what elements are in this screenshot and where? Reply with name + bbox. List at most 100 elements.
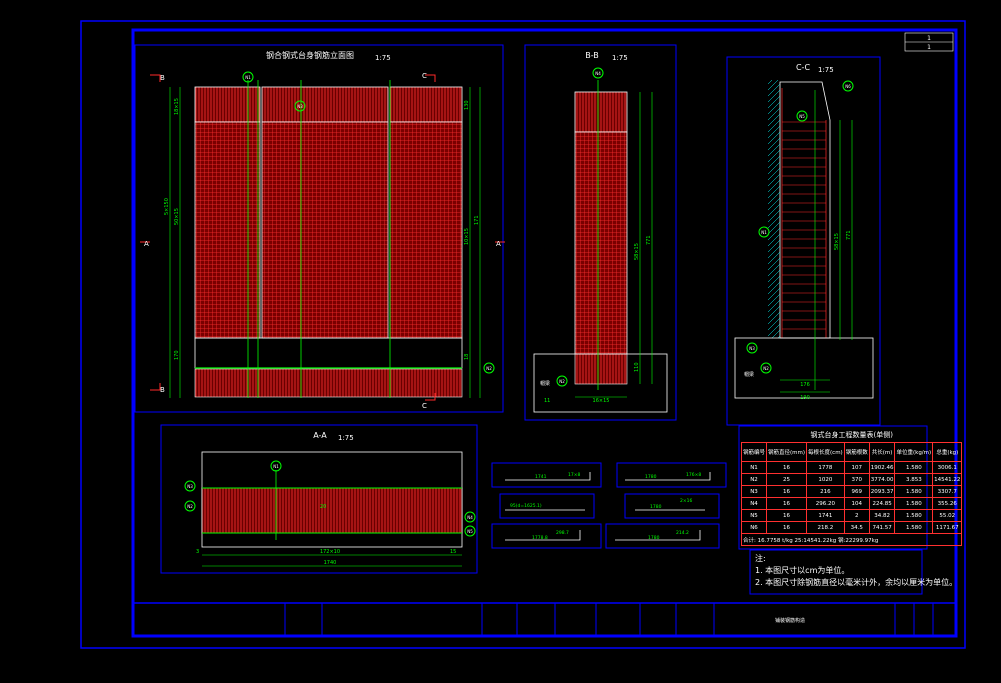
bb-dim-5: 11 (544, 398, 550, 404)
aa-dim-4: 15 (450, 549, 456, 555)
table-cell: 1171.67 (932, 521, 963, 534)
table-header-6: 总重(kg) (932, 442, 963, 462)
section-mark-c-top: C (422, 72, 427, 80)
table-cell: 34.5 (843, 521, 870, 534)
svg-text:95(d=1625.1): 95(d=1625.1) (510, 503, 542, 509)
cc-dim-1: 58×15 (834, 233, 840, 250)
tag-n5-cc: N5 (799, 114, 805, 119)
tag-n2-cc: N2 (763, 366, 769, 371)
table-cell: 2093.37 (868, 485, 896, 498)
table-cell: 3307.7 (932, 485, 963, 498)
quantity-table-title: 钢式台身工程数量表(单侧) (810, 431, 893, 439)
bb-title: B-B (585, 51, 599, 60)
table-cell: 1.580 (894, 521, 934, 534)
table-header-2: 每根长度(cm) (806, 442, 845, 462)
table-cell: 107 (843, 461, 870, 474)
tag-n4-aa: N4 (467, 515, 473, 520)
table-cell: 1.580 (894, 485, 934, 498)
aa-dim-2: 1740 (324, 560, 337, 566)
svg-text:1780: 1780 (648, 535, 660, 541)
quantity-table: 钢式台身工程数量表(单侧) 钢筋编号钢筋直径(mm)每根长度(cm)钢筋根数共长… (740, 428, 963, 546)
bar-shape-6: 1780 214.2 (605, 523, 720, 549)
elev-dim-left-1: 5×150 (164, 198, 170, 215)
table-cell: 3006.1 (932, 461, 963, 474)
table-cell: 741.57 (868, 521, 896, 534)
table-cell: N4 (740, 497, 768, 510)
cc-dim-4: 190 (800, 395, 810, 401)
table-cell: 16 (766, 509, 808, 522)
table-cell: 3774.00 (868, 473, 896, 486)
bar-shape-4: 1780 2×16 (624, 493, 720, 519)
tag-n1-cc: N1 (761, 230, 767, 235)
table-cell: 25 (766, 473, 808, 486)
cc-view: C-C 1:75 58×15 771 176 190 N5 N6 N1 N3 N… (726, 56, 881, 426)
sheet-number-bottom: 1 (927, 44, 931, 51)
table-cell: 104 (843, 497, 870, 510)
table-cell: 296.20 (806, 497, 845, 510)
table-cell: N5 (740, 509, 768, 522)
tag-n2-bb: N2 (559, 379, 565, 384)
elev-dim-right-2: 10×15 (464, 228, 470, 245)
table-header-0: 钢筋编号 (740, 442, 768, 462)
sheet-number-box: 1 1 (904, 32, 954, 52)
section-mark-b-top: B (160, 74, 165, 82)
tag-n3-elev: N3 (297, 104, 303, 109)
svg-text:17×8: 17×8 (568, 472, 580, 478)
cc-scale: 1:75 (818, 66, 834, 74)
table-header-3: 钢筋根数 (843, 442, 870, 462)
bar-shapes: 1741 17×8 1780 176×8 95(d=1625.1) 1780 2… (491, 462, 727, 549)
bb-scale: 1:75 (612, 54, 628, 62)
aa-view: A-A 1:75 172×10 1740 3 15 20 N1 N3 N2 N4… (160, 424, 478, 574)
bar-shape-3: 95(d=1625.1) (499, 493, 595, 519)
svg-text:298.7: 298.7 (556, 530, 569, 536)
aa-scale: 1:75 (338, 434, 354, 442)
aa-dim-5: 20 (320, 504, 326, 510)
table-cell: 1.580 (894, 509, 934, 522)
table-cell: 1902.46 (868, 461, 896, 474)
elev-dim-right-1: 130 (464, 100, 470, 110)
quantity-table-total: 合计: 16.7758 t/kg 25:14541.22kg 钢:22299.9… (740, 533, 963, 546)
aa-title: A-A (313, 431, 327, 440)
table-cell: 1020 (806, 473, 845, 486)
table-cell: 16 (766, 485, 808, 498)
notes: 注: 1. 本图尺寸以cm为单位。 2. 本图尺寸除钢筋直径以毫米计外，余均以厘… (755, 553, 957, 589)
table-cell: 1.580 (894, 497, 934, 510)
elevation-scale: 1:75 (375, 54, 391, 62)
table-cell: N2 (740, 473, 768, 486)
cc-dim-3: 176 (800, 382, 810, 388)
tag-n2-elev: N2 (486, 366, 492, 371)
tag-n5-aa: N5 (467, 529, 473, 534)
elev-dim-right-4: 18 (464, 354, 470, 360)
elev-dim-right-3: 171 (474, 215, 480, 225)
table-cell: 55.02 (932, 509, 963, 522)
table-cell: 1741 (806, 509, 845, 522)
table-cell: N6 (740, 521, 768, 534)
svg-text:2×16: 2×16 (680, 498, 692, 504)
bb-dim-4: 16×15 (593, 398, 610, 404)
bb-dim-2: 771 (646, 235, 652, 245)
svg-text:1780: 1780 (645, 474, 657, 480)
table-cell: 1.580 (894, 461, 934, 474)
table-cell: 969 (843, 485, 870, 498)
table-cell: 216 (806, 485, 845, 498)
sheet-number-top: 1 (927, 35, 931, 42)
tag-n1-elev: N1 (245, 75, 251, 80)
table-cell: 16 (766, 461, 808, 474)
notes-frame (749, 549, 923, 595)
table-cell: 14541.22 (932, 473, 963, 486)
table-header-5: 单位重(kg/m) (894, 442, 934, 462)
outer-frame (80, 20, 966, 649)
tag-n1-aa: N1 (273, 464, 279, 469)
tag-n4-bb: N4 (595, 71, 601, 76)
table-cell: 1778 (806, 461, 845, 474)
cc-dim-2: 771 (846, 230, 852, 240)
bb-view: B-B 1:75 58×15 771 110 16×15 11 N4 N2 帽梁 (524, 44, 677, 421)
bar-shape-1: 1741 17×8 (491, 462, 602, 488)
table-cell: 2 (843, 509, 870, 522)
bar-shape-5: 1778.8 298.7 (491, 523, 602, 549)
